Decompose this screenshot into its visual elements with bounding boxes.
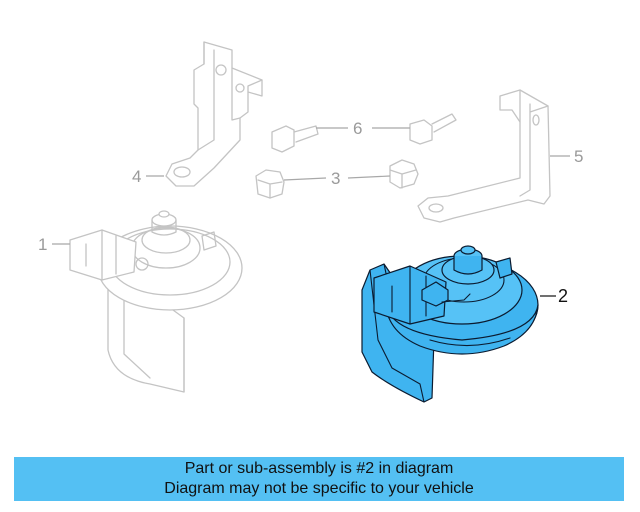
callout-2: 2 — [558, 286, 568, 306]
callout-5: 5 — [574, 147, 583, 166]
leader-3-right — [347, 175, 391, 179]
nut-left — [255, 169, 285, 199]
info-banner: Part or sub-assembly is #2 in diagram Di… — [14, 457, 624, 501]
nut-right — [389, 159, 419, 189]
banner-line-2: Diagram may not be specific to your vehi… — [164, 480, 474, 497]
callout-6: 6 — [353, 119, 362, 138]
leader-lines — [52, 127, 570, 297]
bolt-left — [271, 125, 319, 153]
leader-3-left — [283, 177, 327, 181]
bolt-right — [409, 113, 457, 145]
bracket-right — [417, 89, 551, 223]
bracket-upper — [165, 41, 263, 187]
horn-ghost — [69, 210, 243, 393]
callout-1: 1 — [38, 235, 47, 254]
horn-highlighted — [361, 245, 539, 403]
banner-line-1: Part or sub-assembly is #2 in diagram — [184, 460, 454, 477]
callout-4: 4 — [132, 167, 141, 186]
callout-3: 3 — [331, 169, 340, 188]
